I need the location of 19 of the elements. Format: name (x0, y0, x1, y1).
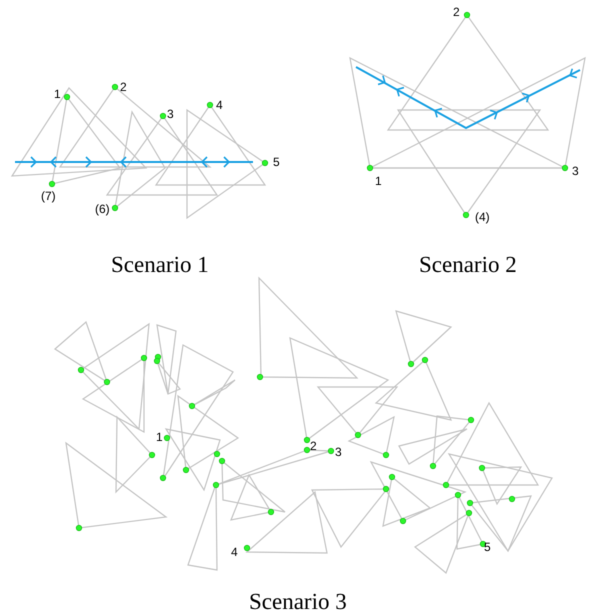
panel-title: Scenario 3 (249, 590, 347, 613)
point-label: 3 (167, 108, 174, 120)
point-label: 5 (273, 156, 280, 168)
panel-title: Scenario 1 (111, 253, 209, 276)
panel-title: Scenario 2 (419, 253, 517, 276)
point-label: (4) (475, 211, 490, 223)
point-label: 4 (231, 546, 238, 558)
point-label: (7) (41, 190, 56, 202)
point-label: 2 (453, 6, 460, 18)
point-label: 1 (375, 175, 382, 187)
point-label: 1 (54, 88, 61, 100)
point-label: 5 (484, 541, 491, 553)
point-label: 2 (120, 81, 127, 93)
point-label: (6) (95, 203, 110, 215)
point-label: 3 (335, 446, 342, 458)
point-label: 2 (310, 440, 317, 452)
point-label: 3 (572, 165, 579, 177)
point-label: 1 (156, 431, 163, 443)
point-label: 4 (216, 99, 223, 111)
